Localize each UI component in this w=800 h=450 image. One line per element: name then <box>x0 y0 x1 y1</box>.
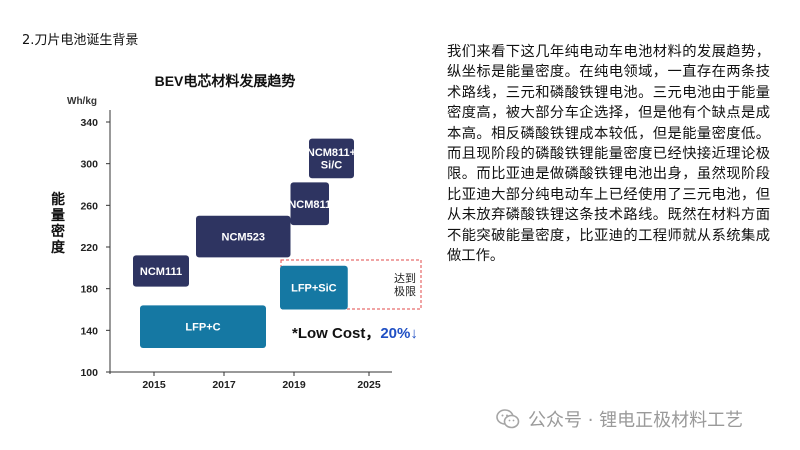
watermark-text: 公众号 · 锂电正极材料工艺 <box>528 410 744 431</box>
block-lfp-c: LFP+C <box>140 305 266 349</box>
block-rect <box>196 215 291 258</box>
y-axis-label-char: 能 <box>51 191 65 208</box>
section-title: 2.刀片电池诞生背景 <box>22 33 139 48</box>
limit-box <box>280 259 422 310</box>
limit-label-line: 达到 <box>394 272 416 285</box>
block-label: Si/C <box>321 160 342 172</box>
x-axis-ticks: 2015 2017 2019 2025 <box>142 372 381 391</box>
block-label: NCM811 <box>288 199 331 211</box>
limit-label: 达到极限 <box>394 272 416 298</box>
low-cost-prefix: *Low Cost， <box>292 325 380 342</box>
limit-label-line: 极限 <box>394 284 416 298</box>
chart-title: BEV电芯材料发展趋势 <box>155 73 296 89</box>
y-axis-ticks: 100 140 180 220 260 300 340 <box>80 117 110 379</box>
wechat-icon <box>496 408 520 430</box>
block-ncm811-si-c: NCM811+Si/C <box>307 138 356 179</box>
y-tick-label: 300 <box>80 159 98 171</box>
x-tick-label: 2025 <box>357 379 381 391</box>
block-ncm811: NCM811 <box>288 182 331 226</box>
block-rect <box>309 138 354 179</box>
block-label: NCM111 <box>140 266 182 278</box>
y-axis-label-char: 量 <box>51 208 65 224</box>
block-rect <box>140 305 266 349</box>
y-tick-label: 220 <box>80 242 98 254</box>
technology-blocks: NCM111 NCM523 NCM811 NCM811+Si/C LFP+C LFP+Si… <box>133 138 356 349</box>
body-text: 我们来看下这几年纯电动车电池材料的发展趋势，纵坐标是能量密度。在纯电领域，一直存… <box>447 44 770 265</box>
y-axis-label-char: 度 <box>51 239 66 256</box>
block-label: LFP+C <box>185 322 220 334</box>
y-tick-label: 260 <box>80 200 98 212</box>
y-axis-label: 能量密度 <box>50 191 66 256</box>
block-ncm111: NCM111 <box>133 255 189 287</box>
block-rect <box>290 182 329 226</box>
block-label: NCM523 <box>222 232 265 244</box>
watermark: 公众号 · 锂电正极材料工艺 <box>496 406 743 432</box>
y-axis-unit: Wh/kg <box>67 96 97 107</box>
block-label: NCM811+ <box>307 147 356 159</box>
y-tick-label: 100 <box>80 367 98 379</box>
y-tick-label: 180 <box>80 284 98 296</box>
block-rect <box>133 255 189 287</box>
x-tick-label: 2019 <box>282 379 306 391</box>
block-ncm523: NCM523 <box>196 215 291 258</box>
y-tick-label: 340 <box>80 117 98 129</box>
x-tick-label: 2015 <box>142 379 166 391</box>
y-axis-label-char: 密 <box>50 223 65 240</box>
block-rect <box>280 265 348 310</box>
low-cost-value: 20%↓ <box>380 325 418 342</box>
low-cost-note: *Low Cost，20%↓ <box>292 325 418 342</box>
block-label: LFP+SiC <box>291 283 337 295</box>
x-tick-label: 2017 <box>212 379 236 391</box>
y-tick-label: 140 <box>80 325 98 337</box>
block-lfp-sic: LFP+SiC <box>280 265 348 310</box>
